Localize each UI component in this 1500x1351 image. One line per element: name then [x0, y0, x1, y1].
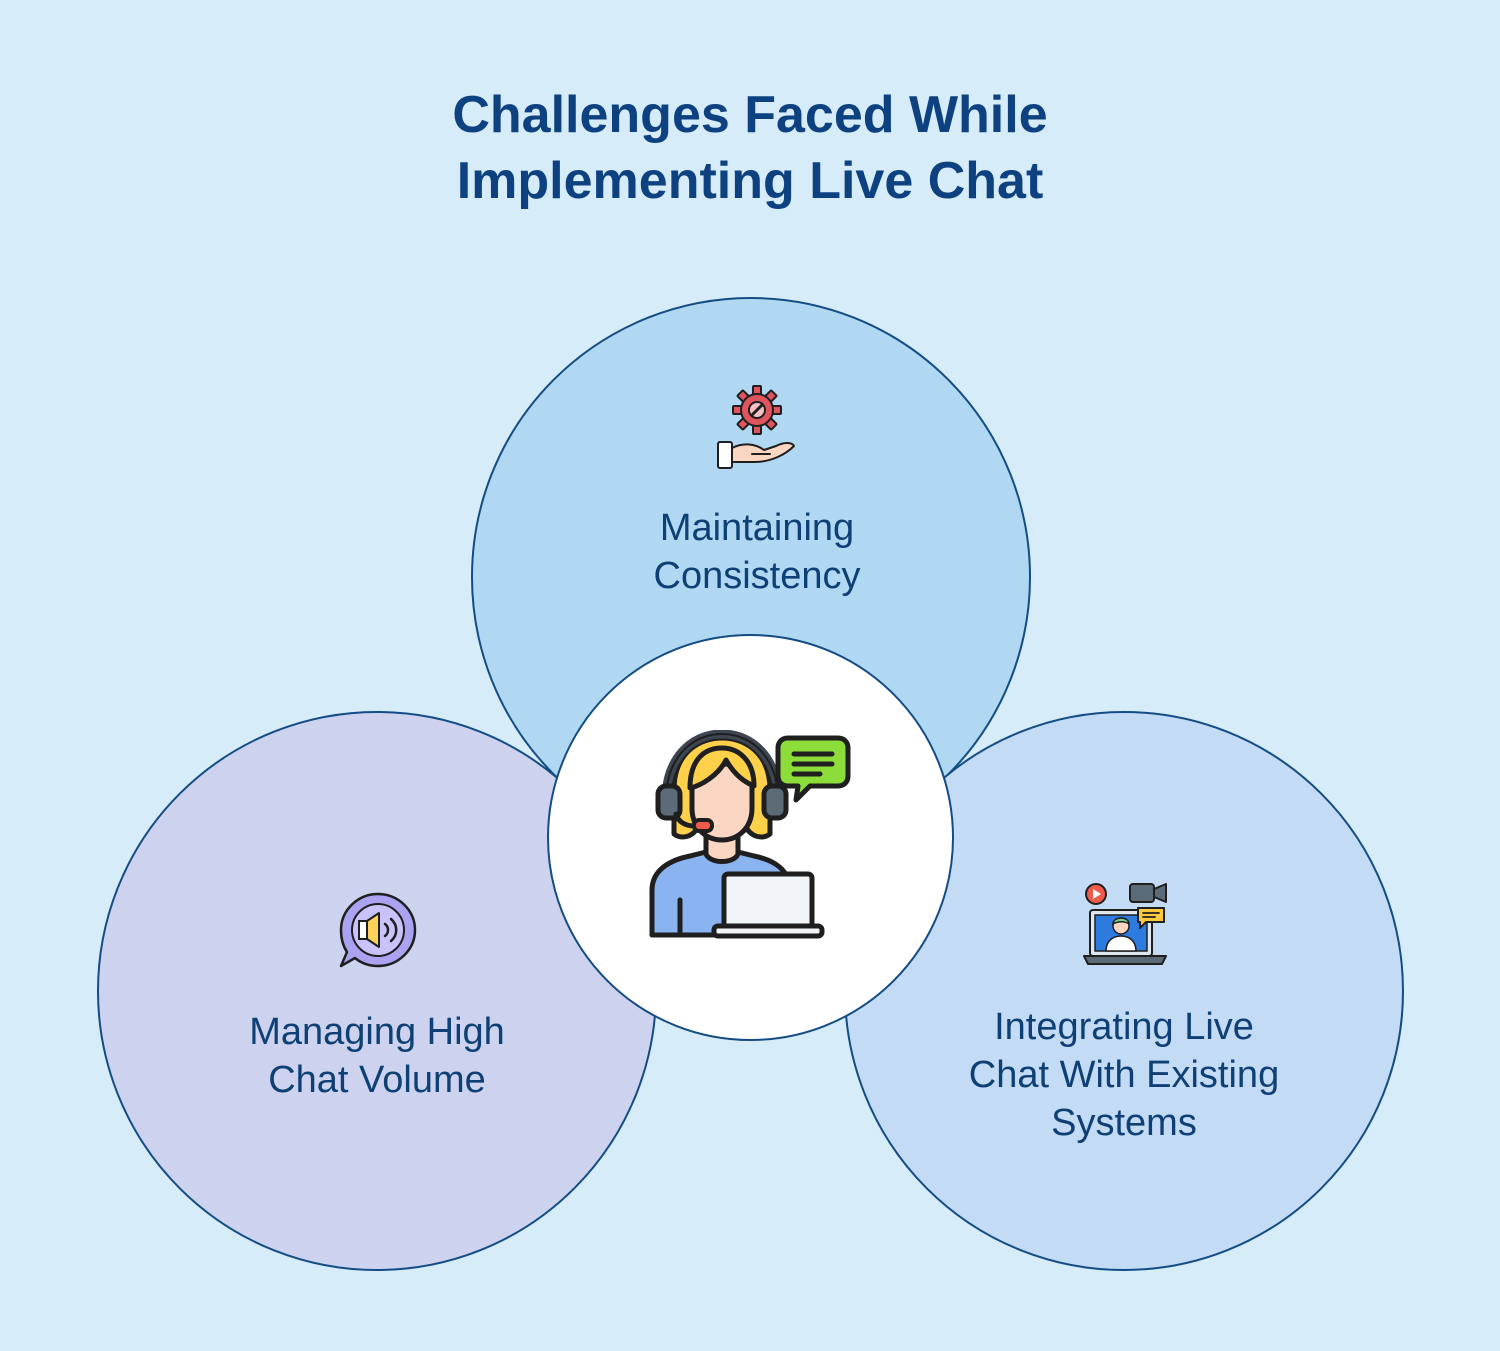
label-managing-high-chat-volume: Managing High Chat Volume — [177, 1008, 577, 1104]
page-title: Challenges Faced While Implementing Live… — [0, 82, 1500, 214]
center-circle — [547, 634, 954, 1041]
label-line: Consistency — [653, 555, 861, 597]
title-line-2: Implementing Live Chat — [456, 152, 1044, 210]
label-maintaining-consistency: Maintaining Consistency — [557, 504, 957, 600]
label-integrating-live-chat: Integrating Live Chat With Existing Syst… — [894, 1003, 1354, 1147]
label-line: Chat With Existing — [968, 1054, 1280, 1096]
video-call-icon — [1083, 883, 1167, 965]
support-agent-icon — [649, 730, 851, 939]
label-line: Maintaining — [659, 507, 855, 549]
label-line: Chat Volume — [268, 1059, 486, 1101]
label-line: Integrating Live — [994, 1006, 1254, 1048]
title-line-1: Challenges Faced While — [452, 86, 1048, 144]
gear-hand-icon — [717, 385, 795, 469]
speaker-bubble-icon — [339, 892, 417, 968]
label-line: Systems — [1051, 1102, 1197, 1144]
label-line: Managing High — [249, 1011, 505, 1053]
